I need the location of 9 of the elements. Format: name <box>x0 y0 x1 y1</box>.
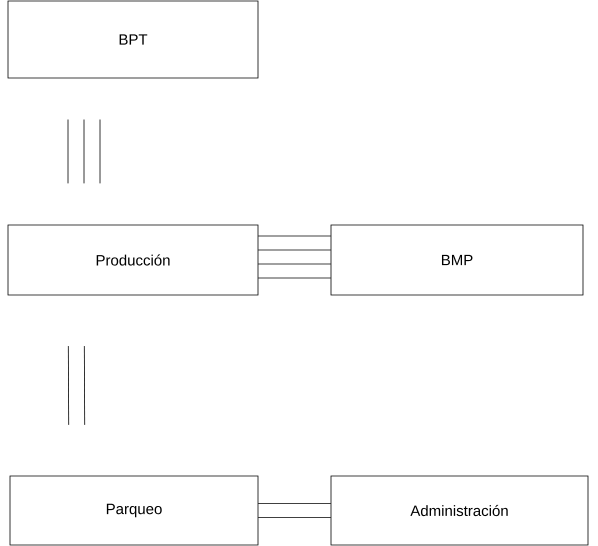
box: Producción <box>8 224 258 296</box>
connector-line <box>84 346 86 426</box>
connector-line <box>68 346 70 426</box>
box: BPT <box>8 0 258 78</box>
box: BMP <box>330 224 584 296</box>
connector-line <box>258 503 331 504</box>
connector-line <box>258 517 331 518</box>
box: Parqueo <box>10 476 258 546</box>
box: Administración <box>330 476 588 546</box>
